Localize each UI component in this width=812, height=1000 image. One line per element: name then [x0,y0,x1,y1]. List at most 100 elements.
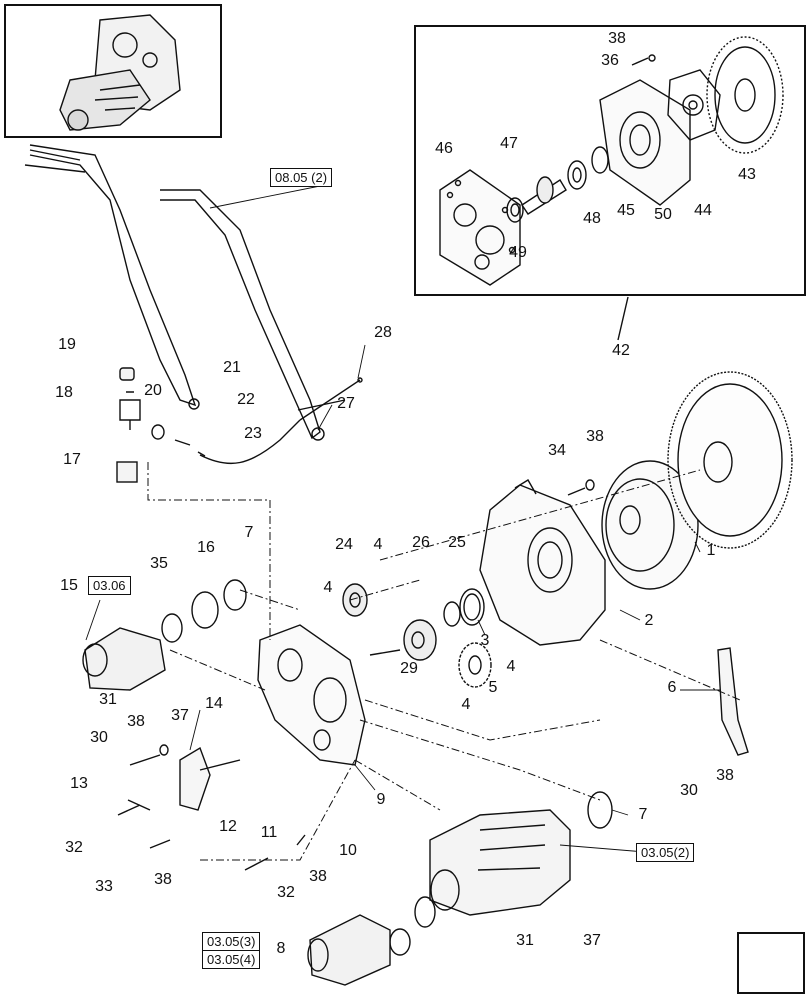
callout-25: 25 [448,534,466,551]
callout-32: 32 [277,884,295,901]
callout-31: 31 [516,932,534,949]
drive-plate-1 [601,460,699,590]
flywheel [667,371,793,549]
inset-flywheel [706,36,784,154]
callout-49: 49 [509,244,527,261]
ref-stack-03-05: 03.05(3) 03.05(4) [202,932,261,969]
callout-37: 37 [583,932,601,949]
alignment-lines [147,462,741,861]
inset-cover-44 [599,79,691,206]
callout-11: 11 [260,824,278,841]
callout-26: 26 [412,534,430,551]
callout-17: 17 [63,451,81,468]
washer-38 [585,479,595,491]
callout-1: 1 [706,542,716,559]
callout-24: 24 [335,536,353,553]
callout-5: 5 [488,679,498,696]
callout-30: 30 [680,782,698,799]
pin-29 [369,649,401,656]
callout-2: 2 [644,612,654,629]
bracket-6 [717,647,749,756]
ref-08-05-2[interactable]: 08.05 (2) [270,168,333,187]
callout-8: 8 [276,940,286,957]
callout-22: 22 [237,391,255,408]
callout-30: 30 [90,729,108,746]
callout-10: 10 [339,842,357,859]
bolt-30 [129,754,161,766]
callout-35: 35 [150,555,168,572]
oring-35 [161,613,183,643]
callout-42: 42 [612,342,630,359]
clip-10 [296,834,306,846]
callout-29: 29 [400,660,418,677]
bracket-14 [179,746,241,811]
callout-48: 48 [583,210,601,227]
gear-5 [458,642,492,688]
inset-seal-45 [591,146,609,174]
ref-03-05-2[interactable]: 03.05(2) [636,843,695,862]
callout-4: 4 [461,696,471,713]
seal-25 [443,601,461,627]
callout-18: 18 [55,384,73,401]
callout-46: 46 [435,140,453,157]
next-page-button[interactable] [737,932,805,994]
pump-8 [307,914,391,986]
inset-shaft-47 [521,176,567,215]
bolt-32-left [117,804,141,816]
callout-38: 38 [154,871,172,888]
seal-3 [459,588,485,626]
carrier-26 [403,619,437,661]
callout-21: 21 [223,359,241,376]
callout-28: 28 [374,324,392,341]
callout-36: 36 [601,52,619,69]
callout-12: 12 [219,818,237,835]
callout-3: 3 [480,632,490,649]
inset-bearing-48 [567,160,587,190]
inset-housing-plate [439,169,521,286]
callout-7: 7 [244,524,254,541]
tandem-pump [429,809,571,916]
callout-38: 38 [586,428,604,445]
callout-20: 20 [144,382,162,399]
callout-43: 43 [738,166,756,183]
callout-4: 4 [323,579,333,596]
ref-03-05-4[interactable]: 03.05(4) [202,950,261,969]
oring-41 [414,896,436,928]
oring-7-right [587,791,613,829]
callout-6: 6 [667,679,677,696]
callout-27: 27 [337,395,355,412]
callout-50: 50 [654,206,672,223]
callout-9: 9 [376,791,386,808]
oring-7 [223,579,247,611]
ref-03-05-3[interactable]: 03.05(3) [202,932,261,951]
seal-16 [191,591,219,629]
inset-bolt-36 [631,54,656,66]
callout-47: 47 [500,135,518,152]
callout-19: 19 [58,336,76,353]
ref-03-06[interactable]: 03.06 [88,576,131,595]
tube-23 [199,377,363,465]
callout-31: 31 [99,691,117,708]
bolt-33 [149,839,171,849]
assembly-thumbnail [59,14,181,131]
cover-plate-9 [257,624,366,766]
pump-15 [82,627,166,691]
hose-assembly-left [24,144,200,410]
callout-7: 7 [638,806,648,823]
callout-38: 38 [716,767,734,784]
inset-leader [617,296,629,341]
washer-38-left [159,744,169,756]
callout-37: 37 [171,707,189,724]
callout-33: 33 [95,878,113,895]
inset-bearing-49 [506,197,524,223]
callout-38: 38 [608,30,626,47]
callout-14: 14 [205,695,223,712]
callout-13: 13 [70,775,88,792]
bolt-34 [567,487,586,496]
callout-23: 23 [244,425,262,442]
callout-38: 38 [127,713,145,730]
leader-lines [85,184,720,853]
callout-44: 44 [694,202,712,219]
